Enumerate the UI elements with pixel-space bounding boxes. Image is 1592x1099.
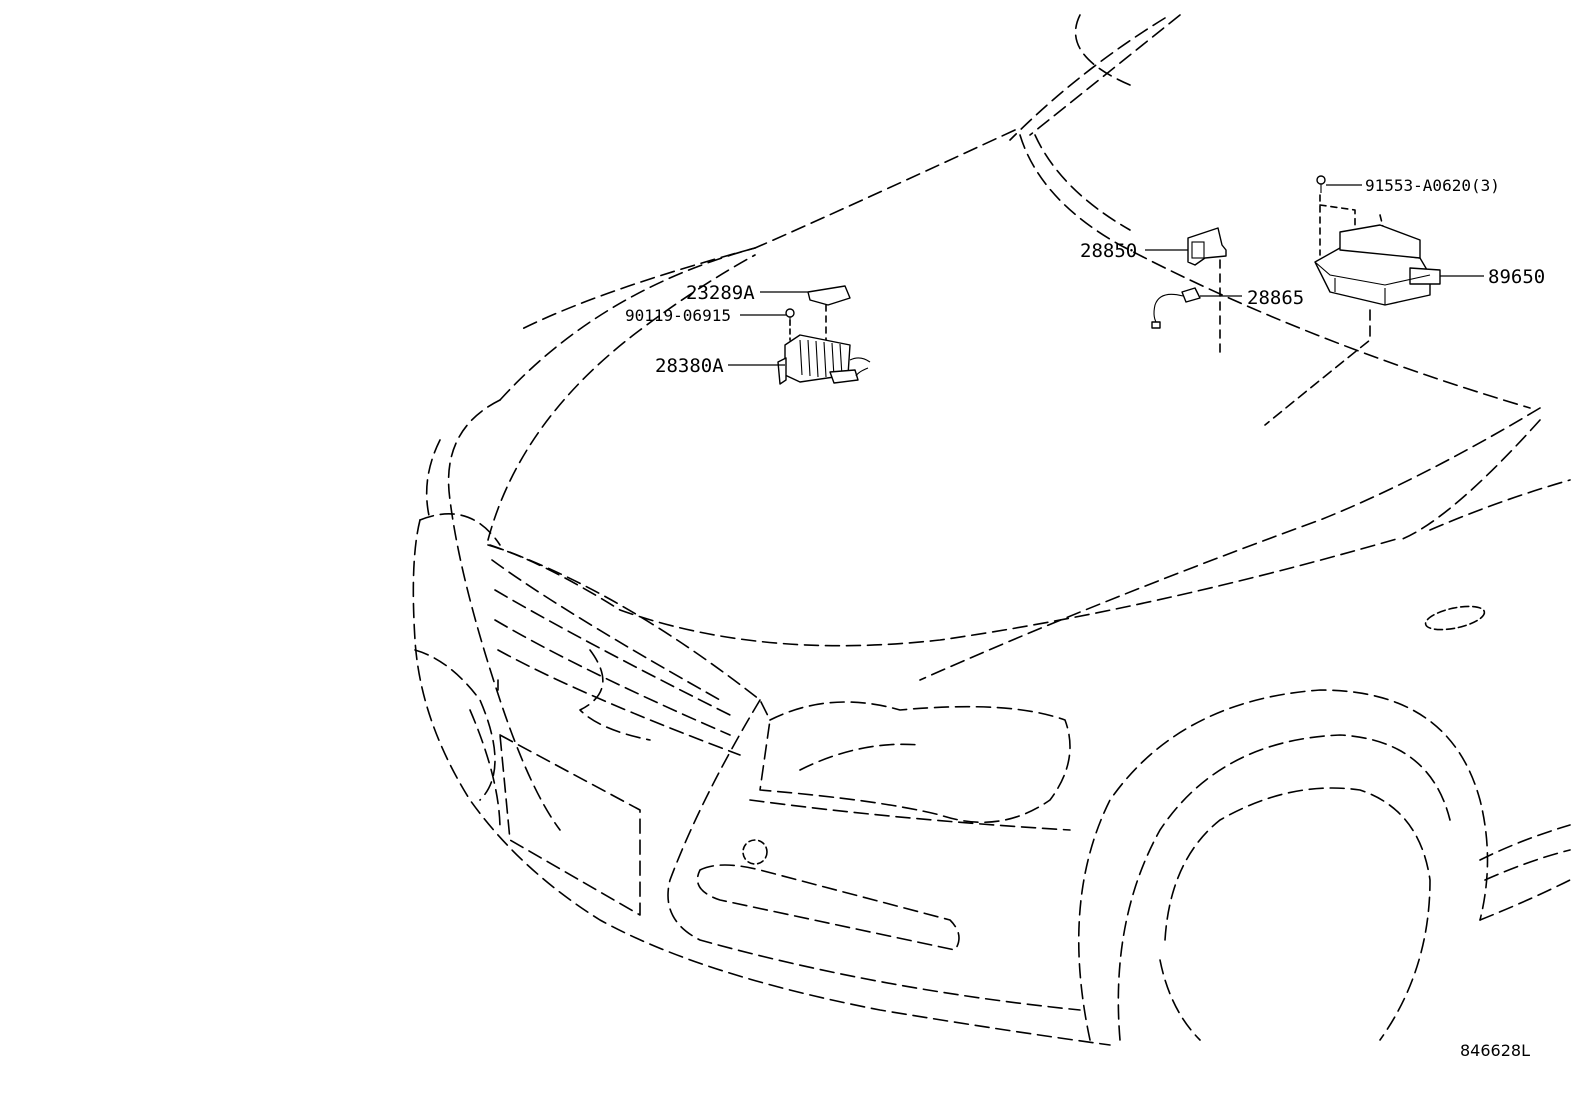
part-91553-a0620-bolt <box>1316 175 1326 193</box>
label-23289a: 23289A <box>686 282 755 304</box>
leader-lines <box>728 184 1484 366</box>
diagram-reference-code: 846628L <box>1460 1041 1530 1060</box>
label-28850: 28850 <box>1080 240 1137 262</box>
label-91553-a0620: 91553-A0620(3) <box>1365 176 1500 195</box>
label-90119-06915: 90119-06915 <box>625 306 731 325</box>
part-90119-06915-bolt <box>785 308 795 326</box>
label-89650: 89650 <box>1488 266 1545 288</box>
label-28865: 28865 <box>1247 287 1304 309</box>
part-28865-harness <box>1151 287 1201 329</box>
label-28380a: 28380A <box>655 355 724 377</box>
part-89650-ecu <box>1314 224 1441 306</box>
part-28380a-module <box>777 334 871 385</box>
car-outline <box>412 14 1571 1046</box>
part-28850-sensor <box>1187 227 1227 266</box>
part-23289a-bracket <box>807 285 851 306</box>
